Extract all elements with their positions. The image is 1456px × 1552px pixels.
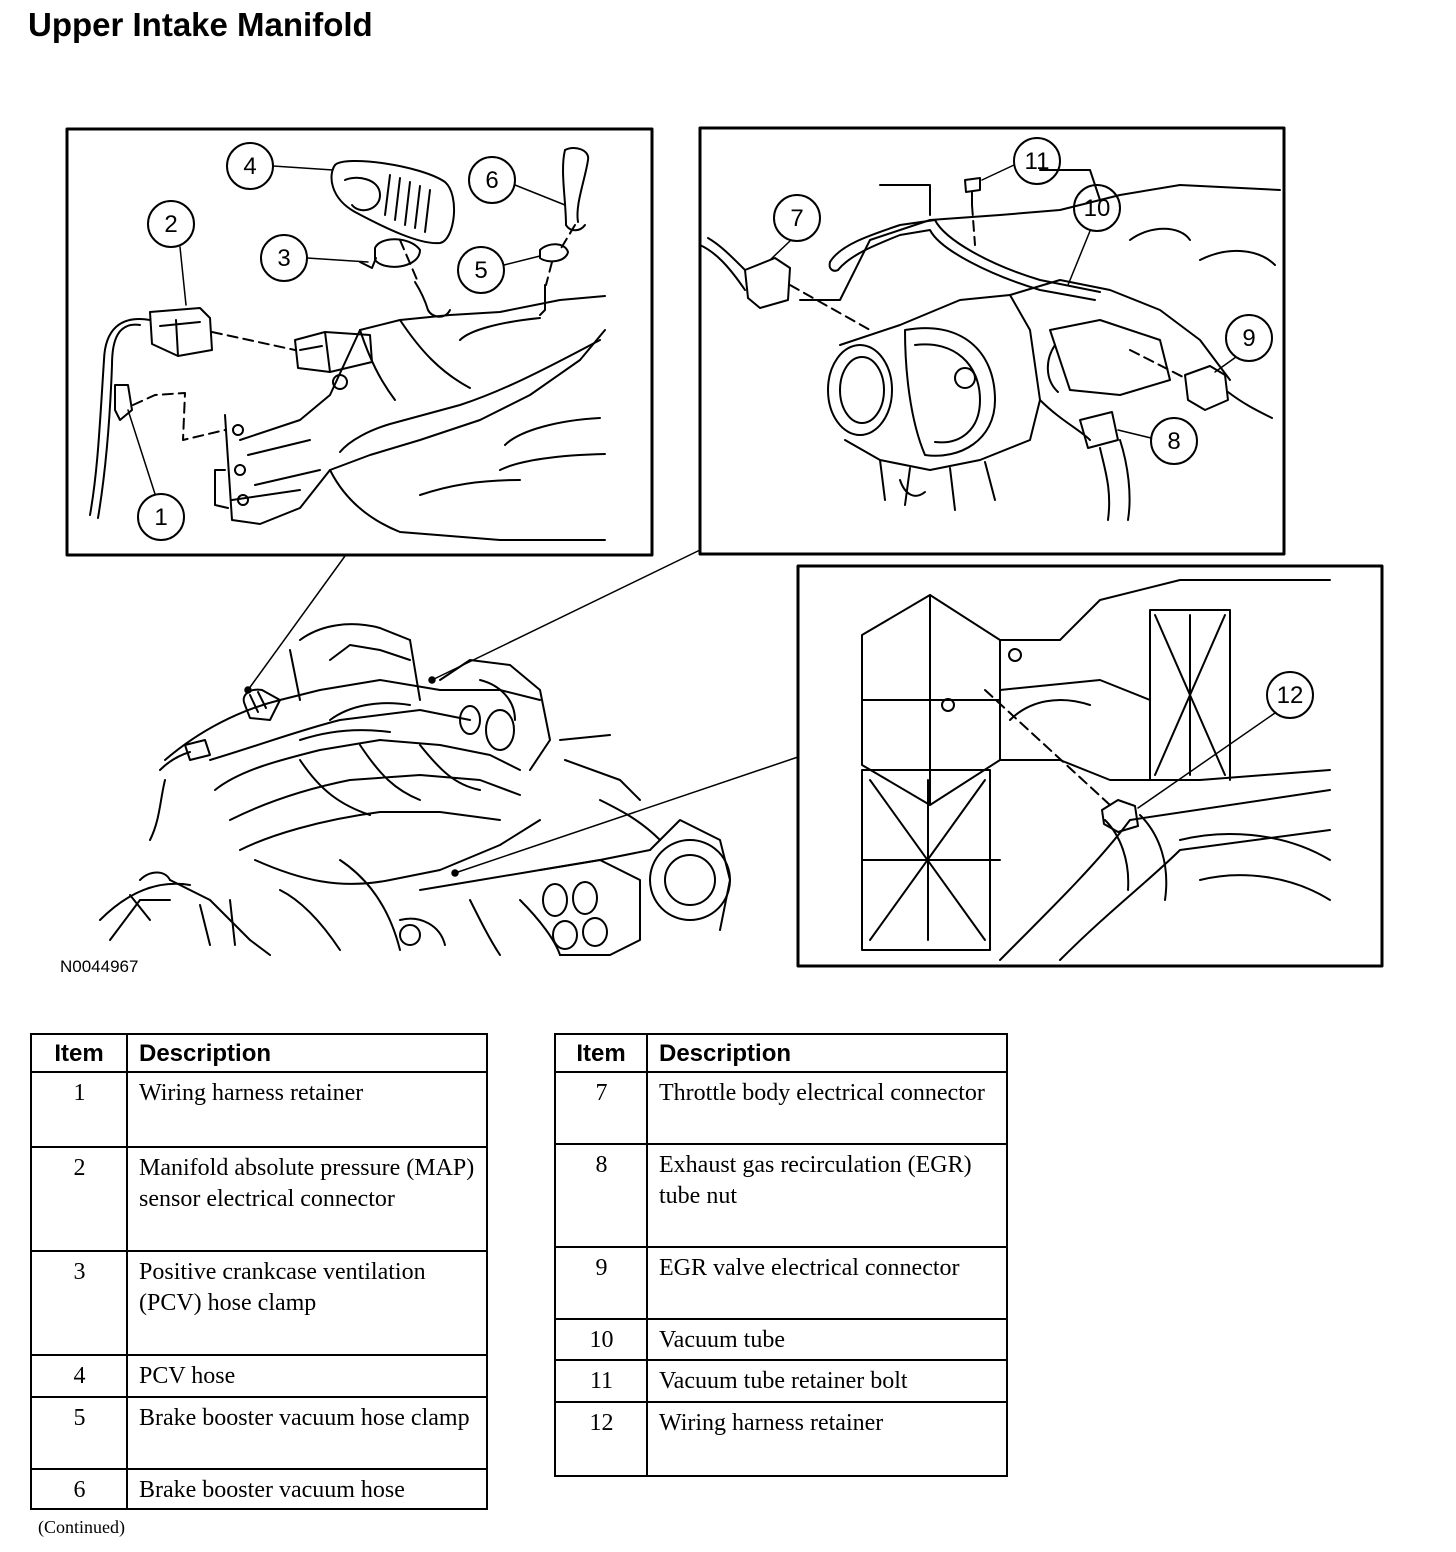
callout-12: 12 [1137, 671, 1314, 809]
item-description: Positive crankcase ventilation (PCV) hos… [126, 1250, 488, 1356]
item-table-left: Item Description 1 Wiring harness retain… [30, 1033, 488, 1510]
svg-text:6: 6 [485, 167, 498, 194]
item-number: 2 [30, 1146, 128, 1252]
svg-text:3: 3 [277, 245, 290, 272]
table-header-row: Item Description [554, 1033, 1008, 1073]
callout-4: 4 [226, 142, 334, 190]
item-number: 4 [30, 1354, 128, 1398]
table-row: 10 Vacuum tube [554, 1318, 1008, 1361]
description-column-header: Description [646, 1033, 1008, 1073]
svg-text:7: 7 [790, 205, 803, 232]
description-column-header: Description [126, 1033, 488, 1073]
callout-11: 11 [981, 137, 1061, 185]
item-number: 9 [554, 1246, 648, 1320]
detail-panel-harness-retainer [796, 564, 1384, 968]
svg-text:1: 1 [154, 504, 167, 531]
callout-7: 7 [769, 194, 821, 261]
item-number: 8 [554, 1143, 648, 1248]
callout-8: 8 [1117, 417, 1198, 465]
svg-text:9: 9 [1242, 325, 1255, 352]
table-row: 2 Manifold absolute pressure (MAP) senso… [30, 1146, 488, 1252]
callout-9: 9 [1214, 314, 1273, 373]
table-row: 7 Throttle body electrical connector [554, 1071, 1008, 1145]
table-row: 3 Positive crankcase ventilation (PCV) h… [30, 1250, 488, 1356]
item-table-right: Item Description 7 Throttle body electri… [554, 1033, 1008, 1477]
callout-2: 2 [147, 200, 195, 306]
item-number: 5 [30, 1396, 128, 1470]
item-description: PCV hose [126, 1354, 488, 1398]
item-number: 6 [30, 1468, 128, 1510]
callout-10: 10 [1067, 184, 1121, 286]
table-row: 6 Brake booster vacuum hose [30, 1468, 488, 1510]
item-description: Vacuum tube retainer bolt [646, 1359, 1008, 1403]
svg-text:11: 11 [1025, 148, 1050, 175]
item-number: 10 [554, 1318, 648, 1361]
item-number: 7 [554, 1071, 648, 1145]
item-description: EGR valve electrical connector [646, 1246, 1008, 1320]
item-number: 11 [554, 1359, 648, 1403]
item-description: Throttle body electrical connector [646, 1071, 1008, 1145]
item-description: Brake booster vacuum hose clamp [126, 1396, 488, 1470]
table-row: 8 Exhaust gas recirculation (EGR) tube n… [554, 1143, 1008, 1248]
table-row: 4 PCV hose [30, 1354, 488, 1398]
svg-text:5: 5 [474, 257, 487, 284]
table-row: 12 Wiring harness retainer [554, 1401, 1008, 1477]
svg-text:10: 10 [1084, 195, 1111, 222]
item-column-header: Item [30, 1033, 128, 1073]
callout-3: 3 [260, 234, 369, 282]
svg-text:12: 12 [1277, 682, 1304, 709]
item-description: Exhaust gas recirculation (EGR) tube nut [646, 1143, 1008, 1248]
callout-6: 6 [468, 156, 566, 206]
item-number: 3 [30, 1250, 128, 1356]
figure-id: N0044967 [60, 957, 138, 976]
table-row: 5 Brake booster vacuum hose clamp [30, 1396, 488, 1470]
overview-leader-lines [244, 549, 799, 877]
page-title: Upper Intake Manifold [28, 6, 373, 43]
item-description: Vacuum tube [646, 1318, 1008, 1361]
callout-5: 5 [457, 246, 541, 294]
detail-panel-throttle-egr [698, 126, 1286, 556]
item-description: Wiring harness retainer [646, 1401, 1008, 1477]
item-description: Brake booster vacuum hose [126, 1468, 488, 1510]
table-row: 11 Vacuum tube retainer bolt [554, 1359, 1008, 1403]
svg-text:8: 8 [1167, 428, 1180, 455]
item-description: Wiring harness retainer [126, 1071, 488, 1148]
svg-text:4: 4 [243, 153, 256, 180]
table-row: 1 Wiring harness retainer [30, 1071, 488, 1148]
continued-note: (Continued) [38, 1517, 125, 1537]
item-column-header: Item [554, 1033, 648, 1073]
table-row: 9 EGR valve electrical connector [554, 1246, 1008, 1320]
item-description: Manifold absolute pressure (MAP) sensor … [126, 1146, 488, 1252]
intake-manifold-diagram: 1 2 3 4 5 6 7 8 9 10 [60, 126, 1384, 976]
engine-overview-illustration [99, 623, 731, 956]
item-number: 1 [30, 1071, 128, 1148]
table-header-row: Item Description [30, 1033, 488, 1073]
callout-1: 1 [127, 409, 185, 541]
item-number: 12 [554, 1401, 648, 1477]
detail-panel-map-pcv [65, 127, 654, 557]
svg-text:2: 2 [164, 211, 177, 238]
